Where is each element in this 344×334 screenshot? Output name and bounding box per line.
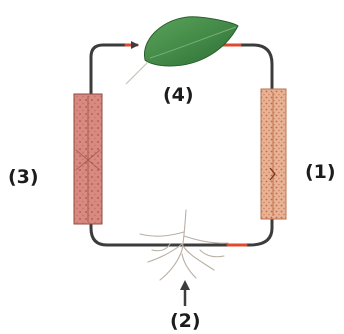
up-arrow-icon [180, 280, 190, 290]
root-system [139, 209, 229, 281]
left-vessel-tissue [73, 93, 103, 225]
transport-loop-line [89, 43, 274, 247]
right-vessel-label: (1) [305, 161, 336, 183]
leaf-label: (4) [163, 84, 194, 106]
root-label: (2) [170, 310, 201, 332]
left-vessel-label: (3) [8, 166, 39, 188]
leaf [125, 16, 239, 85]
arrowhead-top-left-icon [131, 41, 139, 49]
right-vessel-tissue [260, 88, 287, 220]
